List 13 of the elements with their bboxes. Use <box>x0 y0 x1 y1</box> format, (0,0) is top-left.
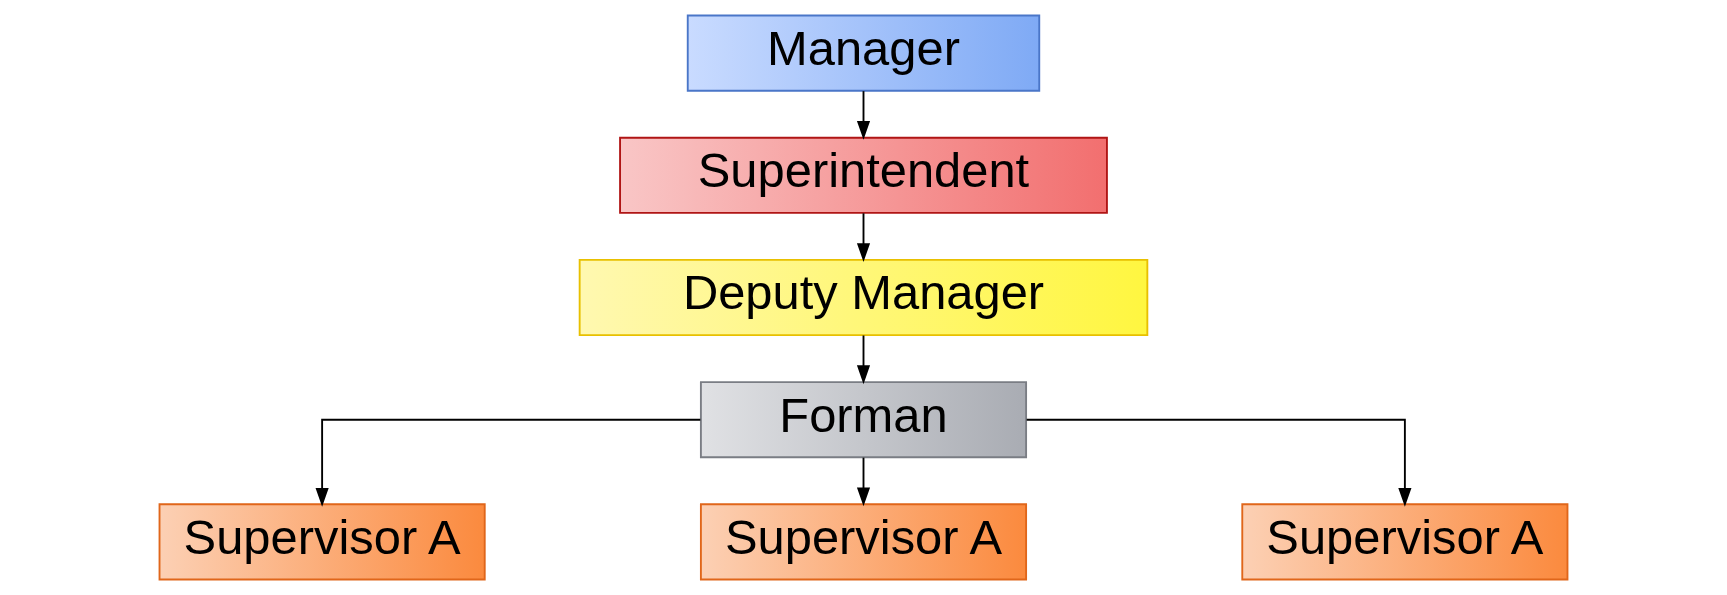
node-box: Supervisor A <box>1241 503 1569 581</box>
node-box: Deputy Manager <box>578 258 1149 337</box>
node-box: Manager <box>686 14 1041 92</box>
arrow <box>1025 418 1412 507</box>
arrow <box>315 418 702 507</box>
arrow <box>856 212 871 262</box>
node-box: Supervisor A <box>158 503 486 581</box>
arrow <box>856 90 871 140</box>
node-box: Forman <box>699 381 1028 459</box>
arrow <box>856 456 871 507</box>
arrow <box>856 334 871 385</box>
node-box: Supervisor A <box>699 503 1028 581</box>
node-box: Superintendent <box>619 136 1108 214</box>
